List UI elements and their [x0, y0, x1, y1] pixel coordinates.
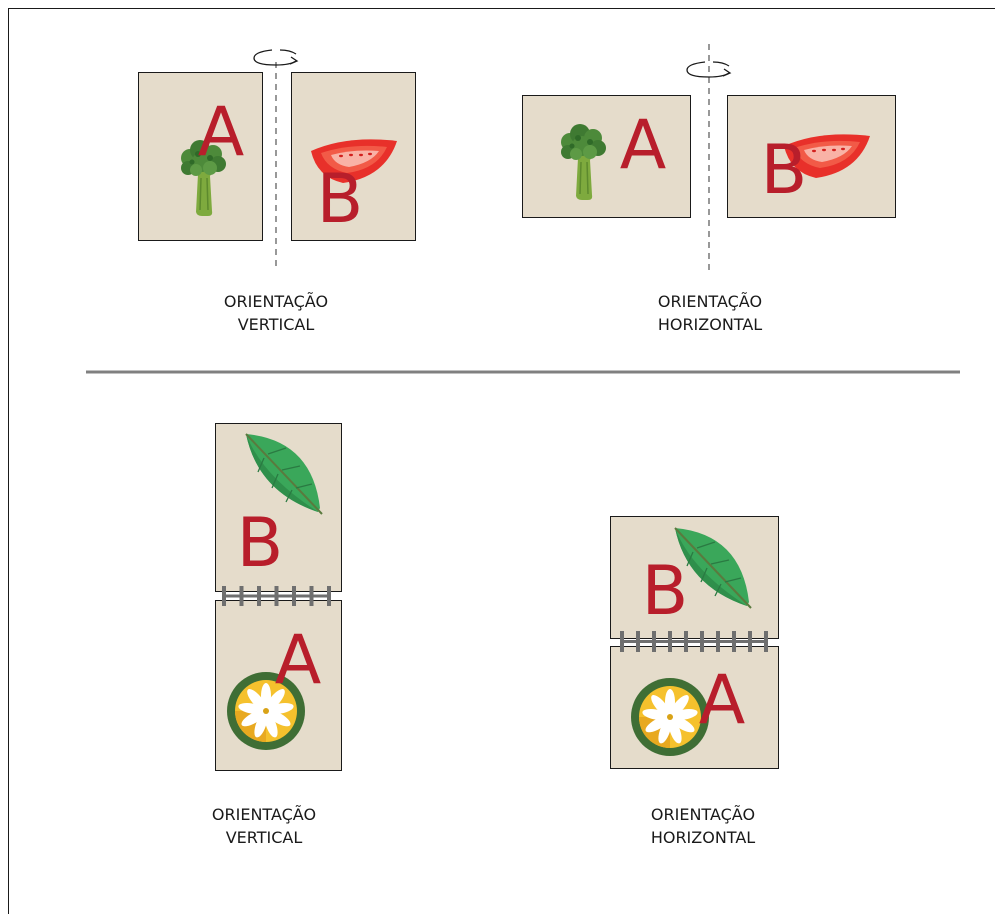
- spiral-ring: [636, 631, 640, 652]
- flip-vertical-group: B A: [215, 423, 342, 771]
- spiral-ring: [764, 631, 768, 652]
- spiral-ring: [620, 631, 624, 652]
- spiral-wire: [622, 640, 766, 643]
- label-line-2: HORIZONTAL: [650, 828, 756, 847]
- spiral-ring: [716, 631, 720, 652]
- spiral-ring: [222, 586, 226, 606]
- flip-vertical-label: ORIENTAÇÃO VERTICAL: [164, 803, 364, 849]
- duplex-vertical-label: ORIENTAÇÃO VERTICAL: [176, 290, 376, 336]
- spiral-ring: [292, 586, 296, 606]
- page-bottom-letter: A: [275, 621, 322, 700]
- page-top-letter: B: [237, 504, 284, 583]
- spiral-ring: [684, 631, 688, 652]
- spiral-ring: [700, 631, 704, 652]
- label-line-1: ORIENTAÇÃO: [211, 805, 317, 824]
- label-line-1: ORIENTAÇÃO: [223, 292, 329, 311]
- label-line-2: VERTICAL: [237, 315, 315, 334]
- spiral-ring: [309, 586, 314, 606]
- spiral-binding-icon: [222, 586, 331, 606]
- label-line-2: HORIZONTAL: [657, 315, 763, 334]
- page-b-letter: B: [317, 160, 364, 239]
- spiral-ring: [748, 631, 752, 652]
- spiral-binding-icon: [620, 631, 768, 652]
- page-bottom-letter: A: [699, 661, 746, 740]
- duplex-horizontal-group: A B: [522, 44, 896, 270]
- label-line-1: ORIENTAÇÃO: [650, 805, 756, 824]
- spiral-ring: [274, 586, 279, 606]
- duplex-horizontal-label: ORIENTAÇÃO HORIZONTAL: [610, 290, 810, 336]
- label-line-2: VERTICAL: [225, 828, 303, 847]
- page-top-letter: B: [642, 552, 689, 631]
- page-a-letter: A: [198, 93, 245, 172]
- page-a-letter: A: [620, 106, 667, 185]
- spiral-ring: [732, 631, 736, 652]
- spiral-ring: [239, 586, 244, 606]
- spiral-ring: [257, 586, 261, 606]
- spiral-ring: [652, 631, 656, 652]
- flip-horizontal-group: B A: [610, 516, 779, 769]
- duplex-vertical-group: A B: [138, 49, 416, 270]
- flower-icon: [631, 678, 709, 756]
- spiral-ring: [327, 586, 331, 606]
- spiral-ring: [668, 631, 672, 652]
- flip-horizontal-label: ORIENTAÇÃO HORIZONTAL: [603, 803, 803, 849]
- page-b-letter: B: [761, 131, 808, 210]
- label-line-1: ORIENTAÇÃO: [657, 292, 763, 311]
- page-a: [522, 95, 691, 218]
